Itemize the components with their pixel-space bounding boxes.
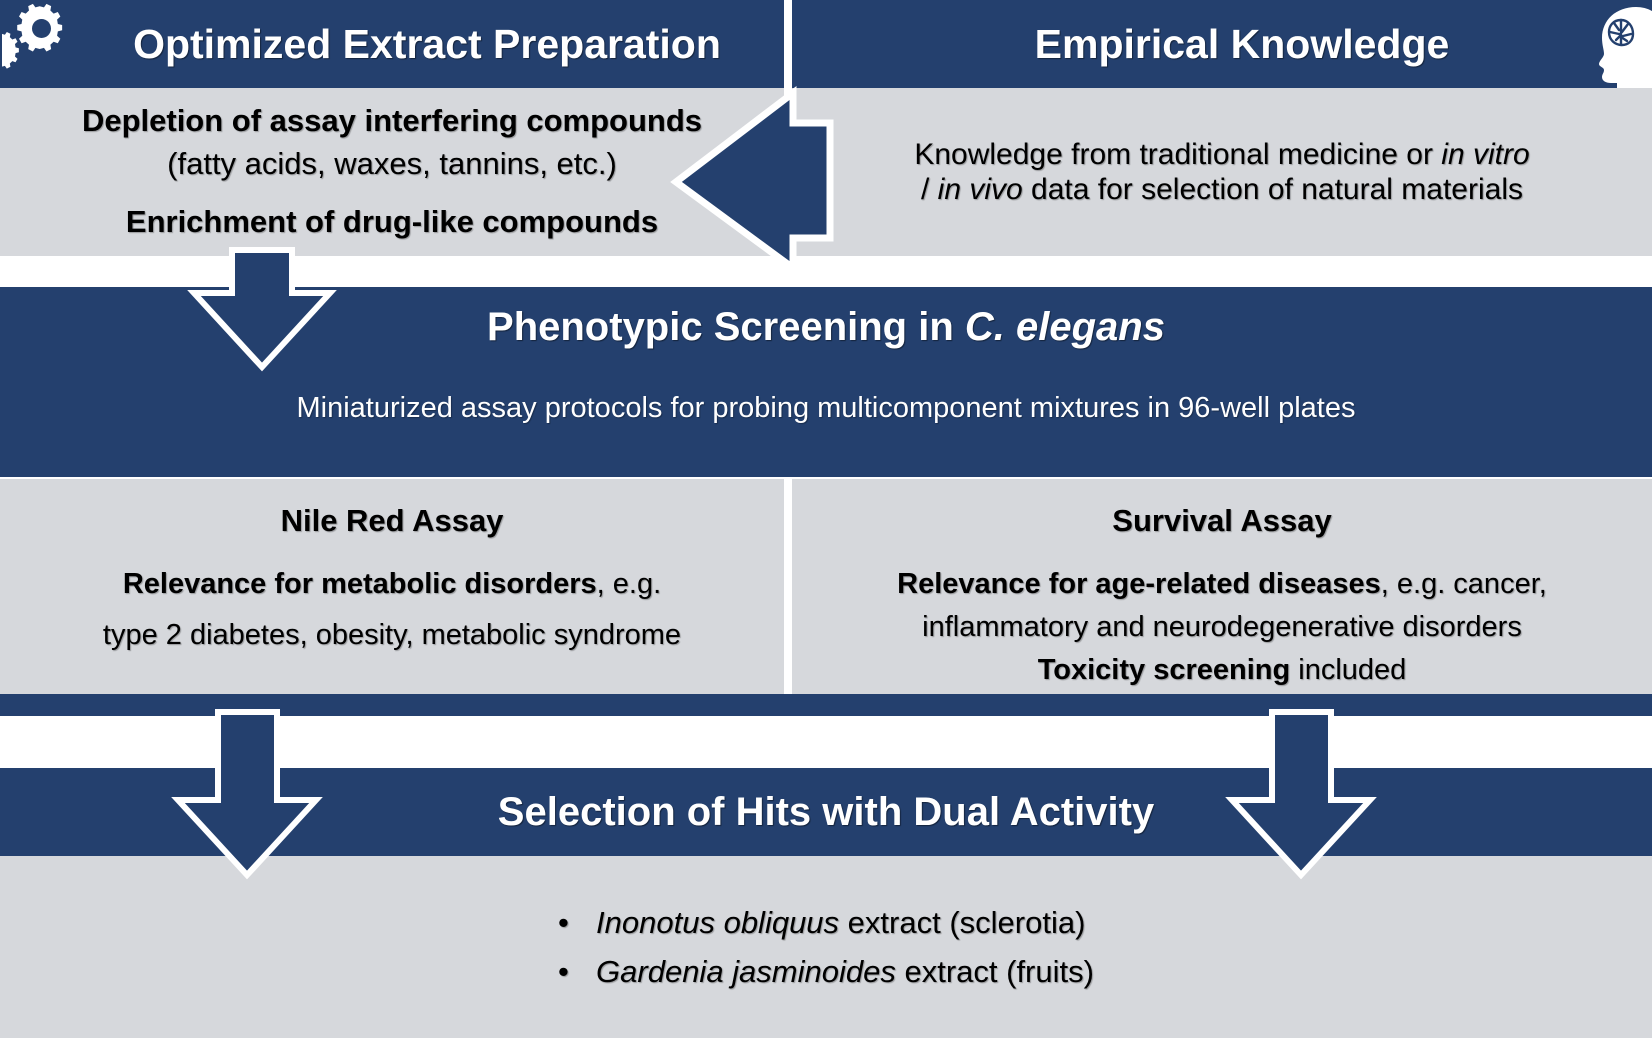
nile-assay-relevance: Relevance for metabolic disorders, e.g. — [122, 568, 662, 600]
panel-survival-assay: Survival Assay Relevance for age-related… — [792, 479, 1652, 694]
extract-panel-header: Optimized Extract Preparation — [0, 0, 784, 88]
survival-assay-name: Survival Assay — [1112, 503, 1332, 538]
screening-title: Phenotypic Screening in C. elegans — [487, 305, 1165, 349]
survival-assay-toxicity: Toxicity screening included — [1037, 653, 1407, 686]
hits-panel-header: Selection of Hits with Dual Activity — [0, 768, 1652, 856]
nile-assay-name: Nile Red Assay — [280, 503, 504, 538]
survival-assay-detail: inflammatory and neurodegenerative disor… — [922, 610, 1522, 643]
extract-line-examples: (fatty acids, waxes, tannins, etc.) — [167, 145, 617, 181]
hits-list: Inonotus obliquus extract (sclerotia) Ga… — [558, 892, 1094, 1003]
gears-icon — [2, 3, 63, 82]
empirical-panel-body: Knowledge from traditional medicine or i… — [792, 88, 1652, 256]
panel-phenotypic-screening: Phenotypic Screening in C. elegans Minia… — [0, 287, 1652, 693]
hits-panel-title: Selection of Hits with Dual Activity — [497, 789, 1155, 834]
empirical-panel-header: Empirical Knowledge — [792, 0, 1652, 88]
screening-subtitle: Miniaturized assay protocols for probing… — [296, 392, 1356, 424]
panel-optimized-extract-preparation: Optimized Extract Preparation Depletion … — [0, 0, 784, 256]
panel-selection-of-hits: Selection of Hits with Dual Activity Ino… — [0, 768, 1652, 1038]
list-item: Inonotus obliquus extract (sclerotia) — [558, 905, 1094, 941]
extract-line-enrichment: Enrichment of drug-like compounds — [125, 204, 659, 240]
extract-line-depletion: Depletion of assay interfering compounds — [81, 103, 703, 139]
head-brain-icon — [1599, 7, 1652, 88]
empirical-body-text: Knowledge from traditional medicine or i… — [914, 137, 1530, 206]
survival-assay-relevance: Relevance for age-related diseases, e.g.… — [897, 568, 1547, 600]
nile-assay-detail: type 2 diabetes, obesity, metabolic synd… — [102, 618, 682, 651]
empirical-panel-title: Empirical Knowledge — [1034, 20, 1450, 67]
list-item: Gardenia jasminoides extract (fruits) — [558, 954, 1094, 990]
extract-panel-body: Depletion of assay interfering compounds… — [0, 88, 784, 256]
connector-rail — [0, 694, 1652, 716]
panel-nile-red-assay: Nile Red Assay Relevance for metabolic d… — [0, 479, 784, 694]
extract-panel-title: Optimized Extract Preparation — [133, 20, 721, 67]
hits-panel-body: Inonotus obliquus extract (sclerotia) Ga… — [0, 856, 1652, 1038]
panel-empirical-knowledge: Empirical Knowledge Knowledge from tradi… — [792, 0, 1652, 256]
